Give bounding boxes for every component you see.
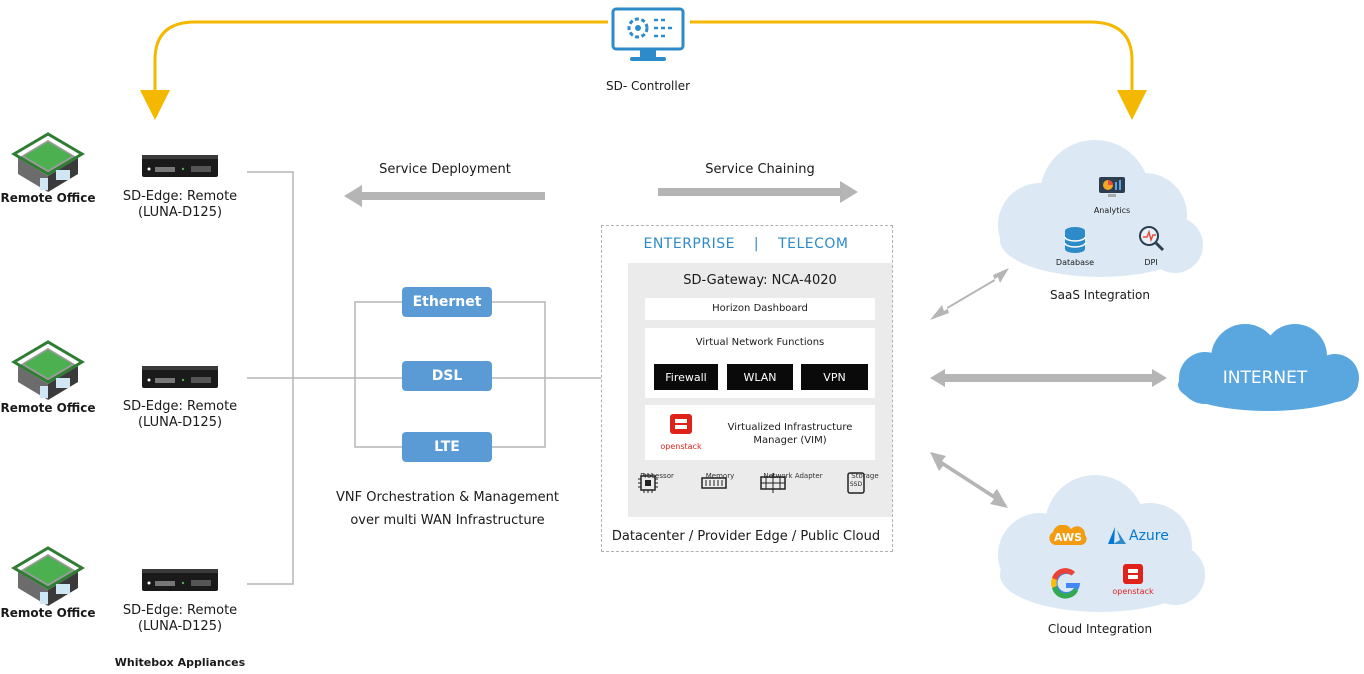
hw-network-adapter: Network Adapter [758, 472, 828, 493]
horizon-label: Horizon Dashboard [712, 303, 808, 314]
remote-office-2 [0, 326, 96, 416]
saas-label: SaaS Integration [1050, 288, 1150, 302]
office-label-1: Remote Office [0, 191, 96, 205]
controller-link-right [690, 20, 1147, 120]
edge-device-label-3: SD-Edge: Remote (LUNA-D125) [122, 603, 238, 634]
store-icon [11, 132, 85, 192]
orchestration-label: VNF Orchestration & Management over mult… [335, 490, 560, 528]
whitebox-label: Whitebox Appliances [114, 656, 246, 669]
office-label-2: Remote Office [0, 401, 96, 415]
wan-dsl: DSL [402, 361, 492, 391]
hw-memory: Memory [700, 472, 740, 489]
memory-icon [701, 477, 727, 489]
edge-bracket [247, 171, 601, 585]
remote-office-1 [0, 118, 96, 208]
controller-label: SD- Controller [605, 79, 691, 93]
openstack-icon [662, 412, 702, 444]
saas-cloud [998, 140, 1203, 277]
wan-lte: LTE [402, 432, 492, 462]
vnf-wlan: WLAN [727, 364, 793, 390]
dpi-icon [1137, 224, 1165, 252]
network-adapter-icon [760, 473, 786, 493]
internet-cloud-shape [1178, 324, 1359, 411]
edge-device-label-2: SD-Edge: Remote (LUNA-D125) [122, 399, 238, 430]
vim-label: Virtualized Infrastructure Manager (VIM) [727, 422, 853, 446]
hw-processor: Processor [636, 472, 678, 493]
cloud-openstack-text: openstack [1112, 587, 1154, 596]
gateway-title: SD-Gateway: NCA-4020 [683, 273, 837, 288]
database-icon [1063, 226, 1087, 254]
internet-label: INTERNET [1222, 368, 1308, 388]
edge-device-label-1: SD-Edge: Remote (LUNA-D125) [122, 189, 238, 220]
vnf-firewall: Firewall [654, 364, 718, 390]
aws-text: AWS [1053, 531, 1083, 544]
wan-ethernet: Ethernet [402, 287, 492, 317]
cloud-integration-label: Cloud Integration [1047, 622, 1153, 636]
openstack-text: openstack [660, 442, 702, 451]
integration-cloud [998, 475, 1205, 612]
gateway-footer: Datacenter / Provider Edge / Public Clou… [611, 529, 881, 544]
vnf-vpn: VPN [801, 364, 868, 390]
store-icon [11, 340, 85, 400]
service-chaining-arrow [658, 181, 858, 203]
service-deployment-label: Service Deployment [379, 162, 511, 177]
gateway-container [601, 225, 893, 552]
edge-device-icon [141, 153, 219, 179]
dpi-label: DPI [1144, 258, 1158, 267]
edge-device-icon [141, 567, 219, 593]
horizon-panel: Horizon Dashboard [645, 298, 875, 320]
service-deployment-arrow [344, 185, 545, 207]
edge-device-icon [141, 364, 219, 390]
controller-monitor-icon [610, 6, 686, 64]
ssd-icon: SSD [847, 472, 865, 494]
service-chaining-label: Service Chaining [705, 162, 815, 177]
database-label: Database [1055, 258, 1095, 267]
hw-storage: SSD Storage [846, 472, 884, 494]
analytics-icon [1098, 176, 1126, 198]
azure-logo-icon [1106, 526, 1128, 546]
gateway-header: ENTERPRISE | TELECOM [643, 236, 849, 252]
store-icon [11, 546, 85, 606]
office-label-3: Remote Office [0, 606, 96, 620]
cloud-double-arrow [930, 452, 1008, 508]
cloud-openstack-icon [1122, 563, 1144, 585]
internet-double-arrow [930, 369, 1167, 387]
vnf-title: Virtual Network Functions [695, 337, 825, 348]
processor-icon [638, 473, 658, 493]
remote-office-3 [0, 532, 96, 622]
aws-logo [1047, 525, 1089, 549]
controller-link-left [140, 20, 608, 120]
saas-double-arrow [930, 268, 1009, 320]
azure-text: Azure [1129, 528, 1169, 544]
svg-text:SSD: SSD [850, 481, 863, 488]
analytics-label: Analytics [1093, 206, 1131, 215]
google-logo [1048, 564, 1084, 602]
